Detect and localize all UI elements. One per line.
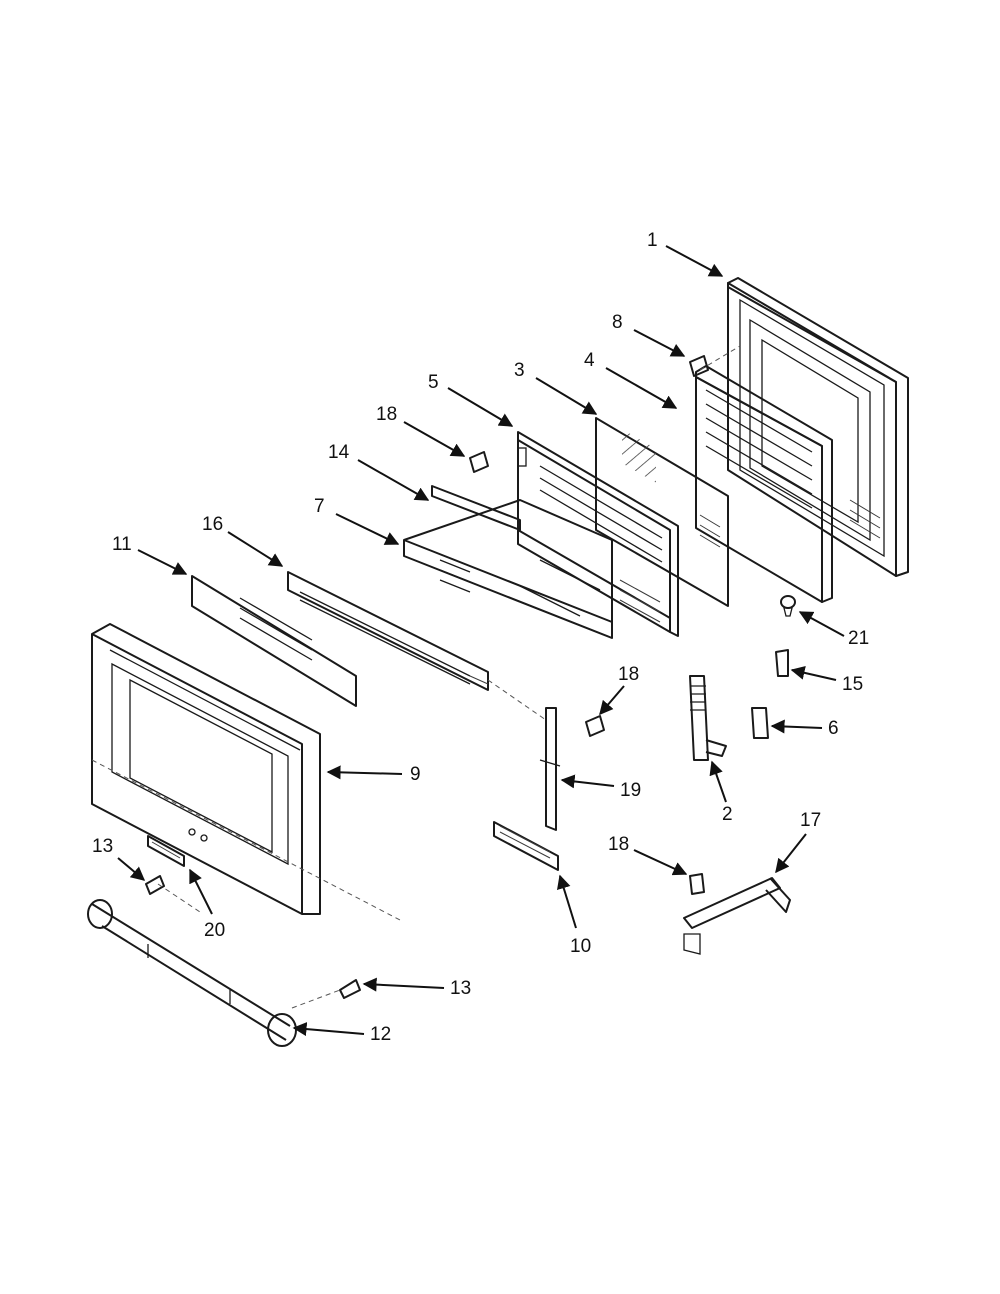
leader-16 (227, 531, 284, 567)
callout-19: 19 (620, 780, 641, 801)
leader-9 (326, 765, 403, 780)
callout-10: 10 (570, 936, 591, 957)
part-vent-trim (287, 571, 489, 691)
part-hinge-receptacle (539, 707, 561, 831)
leader-6 (770, 719, 823, 734)
part-inner-glass (403, 485, 613, 639)
leader-4 (605, 367, 678, 409)
part-badge (147, 835, 185, 867)
callout-14: 14 (328, 442, 350, 463)
leader-17 (775, 833, 807, 874)
part-screw-18-upper (469, 451, 489, 473)
callout-15: 15 (842, 674, 863, 695)
part-bottom-trim (493, 821, 559, 871)
callout-4: 4 (584, 350, 595, 371)
leader-14 (357, 459, 430, 501)
part-door-liner-frame (517, 431, 679, 637)
leader-7 (335, 513, 400, 545)
callout-13b: 13 (450, 978, 471, 999)
callout-13a: 13 (92, 836, 113, 857)
callout-7: 7 (314, 496, 325, 517)
callout-6: 6 (828, 718, 839, 739)
callout-1: 1 (647, 230, 658, 251)
leader-15 (790, 665, 837, 681)
leader-18b (599, 685, 625, 716)
callout-labels: 1 8 5 3 4 18 14 7 16 11 21 15 6 18 9 19 … (92, 230, 869, 1045)
leader-1 (665, 245, 724, 277)
leader-10 (557, 874, 577, 929)
callout-18b: 18 (618, 664, 639, 685)
callout-5: 5 (428, 372, 439, 393)
leader-21 (798, 611, 845, 637)
callout-21: 21 (848, 628, 869, 649)
part-handle-screw-right (339, 979, 361, 999)
leader-13a (117, 857, 146, 881)
leader-20 (189, 868, 213, 915)
part-hinge-clip (775, 649, 789, 677)
callout-18a: 18 (376, 404, 397, 425)
part-screw-8 (689, 355, 709, 377)
leader-2 (709, 760, 727, 803)
leader-18c (633, 849, 688, 876)
part-hinge-cover (780, 595, 796, 617)
part-hinge-arm (683, 877, 791, 955)
callout-8: 8 (612, 312, 623, 333)
callout-2: 2 (722, 804, 733, 825)
leader-18a (403, 421, 466, 457)
part-glass-pane (595, 417, 729, 607)
part-door-hinge (689, 675, 727, 761)
leader-8 (633, 329, 686, 357)
callout-9: 9 (410, 764, 421, 785)
leader-arrows (117, 245, 845, 1037)
callout-3: 3 (514, 360, 525, 381)
part-hinge-plate (751, 707, 769, 739)
callout-16: 16 (202, 514, 223, 535)
callout-12: 12 (370, 1024, 391, 1045)
part-handle-screw-left (145, 875, 165, 895)
callout-20: 20 (204, 920, 225, 941)
part-outer-door-panel (91, 623, 321, 915)
leader-13b (362, 977, 445, 992)
leader-12 (292, 1022, 365, 1037)
leader-19 (560, 774, 615, 789)
leader-5 (447, 387, 514, 427)
callout-11: 11 (112, 534, 132, 555)
part-door-handle (87, 899, 297, 1047)
part-screw-18-lower (689, 873, 705, 895)
part-vent-baffle (191, 575, 357, 707)
alignment-lines (91, 345, 741, 1009)
leader-3 (535, 377, 598, 415)
callout-17: 17 (800, 810, 821, 831)
callout-18c: 18 (608, 834, 629, 855)
part-screw-18-mid (585, 715, 605, 737)
leader-11 (137, 549, 188, 575)
part-inner-door-panel (727, 277, 909, 577)
